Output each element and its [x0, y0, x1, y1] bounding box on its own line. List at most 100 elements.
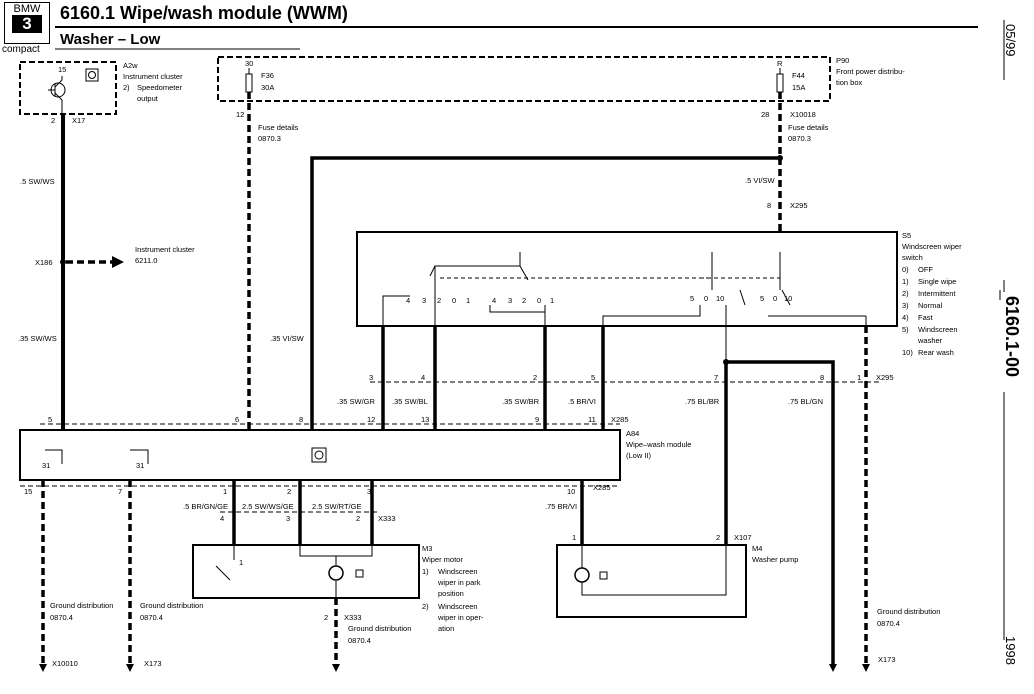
pin: 8	[820, 373, 824, 382]
pin: 2	[324, 613, 328, 622]
fuse-f44-rating: 15A	[792, 83, 805, 92]
page-title: 6160.1 Wipe/wash module (WWM)	[60, 3, 348, 23]
pin: 15	[24, 487, 32, 496]
wire-vi-sw-c	[310, 156, 780, 430]
connector-x295b: X295	[876, 373, 894, 382]
pin: 4	[421, 373, 425, 382]
module-icon	[311, 447, 327, 463]
pin: 3	[369, 373, 373, 382]
pin: 2	[287, 487, 291, 496]
s5-option-text: Windscreen	[918, 325, 958, 334]
a2w-box	[19, 61, 117, 115]
wire-label: 2.5 SW/RT/GE	[312, 502, 361, 511]
ground-icon	[39, 664, 47, 672]
wire-label: .35 SW/BR	[502, 397, 540, 406]
note-ground-ref: 0870.4	[140, 613, 163, 622]
note-fuse-left: Fuse details	[258, 123, 299, 132]
note-ground: Ground distribution	[140, 601, 203, 610]
a2w-option-text2: output	[137, 94, 159, 103]
wire-label: 2.5 SW/WS/GE	[242, 502, 294, 511]
a2w-label: Instrument cluster	[123, 72, 183, 81]
connector-x285a: X285	[611, 415, 629, 424]
page-subtitle: Washer – Low	[60, 31, 161, 48]
pin: 5	[48, 415, 52, 424]
s5-option: 10)	[902, 348, 913, 357]
m3-option-text: wiper in oper-	[437, 613, 484, 622]
wire-label: .5 SW/WS	[20, 177, 55, 186]
arrow-icon	[112, 256, 124, 268]
a84-id: A84	[626, 429, 639, 438]
pin: 1	[572, 533, 576, 542]
logo-variant: compact	[2, 44, 40, 55]
pump-icon	[574, 567, 590, 583]
p90-id: P90	[836, 56, 849, 65]
fuse-f36-rating: 30A	[261, 83, 274, 92]
s5-option-text: Rear wash	[918, 348, 954, 357]
pin: 3	[286, 514, 290, 523]
note-fuse-right: Fuse details	[788, 123, 829, 132]
switch-pin: 10	[784, 294, 792, 303]
m3-option-text: ation	[438, 624, 454, 633]
connector-x186: X186	[35, 258, 53, 267]
note-ground: Ground distribution	[50, 601, 113, 610]
s5-option: 4)	[902, 313, 909, 322]
pin: 2	[533, 373, 537, 382]
motor-pin: 1	[239, 558, 243, 567]
connector-x17: X17	[72, 116, 85, 125]
switch-pin: 5	[690, 294, 694, 303]
fuse-f44	[776, 73, 784, 93]
note-ground-ref: 0870.4	[348, 636, 371, 645]
a84-label2: (Low II)	[626, 451, 652, 460]
s5-label2: switch	[902, 253, 923, 262]
note-ground-ref: 0870.4	[50, 613, 73, 622]
s5-option-text: Normal	[918, 301, 943, 310]
pin: 3	[367, 487, 371, 496]
switch-pin: 4	[406, 296, 410, 305]
switch-pin: 2	[437, 296, 441, 305]
wire-label: .75 BL/BR	[685, 397, 720, 406]
fuse-pin: R	[777, 59, 783, 68]
p90-box	[217, 56, 831, 102]
wire-label: .5 BR/GN/GE	[183, 502, 228, 511]
wire-label: .5 BR/VI	[568, 397, 596, 406]
wire-label: .75 BL/GN	[788, 397, 823, 406]
m4-box	[556, 544, 747, 618]
pin: 6	[235, 415, 239, 424]
s5-id: S5	[902, 231, 911, 240]
connector-x107: X107	[734, 533, 752, 542]
m3-option-text: wiper in park	[437, 578, 481, 587]
m4-id: M4	[752, 544, 762, 553]
a2w-id: A2w	[123, 61, 138, 70]
a84-label: Wipe–wash module	[626, 440, 691, 449]
ground-pin: 31	[42, 461, 50, 470]
a2w-option-text: Speedometer	[137, 83, 183, 92]
s5-option-text: Single wipe	[918, 277, 956, 286]
s5-option: 5)	[902, 325, 909, 334]
switch-pin: 0	[704, 294, 708, 303]
a84-box	[19, 429, 621, 481]
s5-option-text: Fast	[918, 313, 934, 322]
pump-symbol-icon	[599, 571, 608, 580]
a2w-option: 2)	[123, 83, 130, 92]
pin: 12	[236, 110, 244, 119]
pin: 5	[591, 373, 595, 382]
pin: 11	[588, 415, 596, 424]
switch-pin: 1	[466, 296, 470, 305]
logo-brand: BMW	[13, 3, 41, 15]
pin: 7	[714, 373, 718, 382]
wire-label: .35 SW/WS	[18, 334, 57, 343]
s5-option-text: OFF	[918, 265, 933, 274]
pin: 4	[220, 514, 224, 523]
fuse-f36	[245, 73, 253, 93]
m3-label: Wiper motor	[422, 555, 463, 564]
m3-option: 1)	[422, 567, 429, 576]
wire-label: .5 VI/SW	[745, 176, 776, 185]
p90-label: Front power distribu-	[836, 67, 905, 76]
s5-option: 0)	[902, 265, 909, 274]
wire-bl-gn	[726, 360, 835, 664]
switch-pin: 4	[492, 296, 496, 305]
ground-icon	[332, 664, 340, 672]
pin: 2	[716, 533, 720, 542]
ground-icon	[862, 664, 870, 672]
logo-series: 3	[12, 15, 42, 33]
